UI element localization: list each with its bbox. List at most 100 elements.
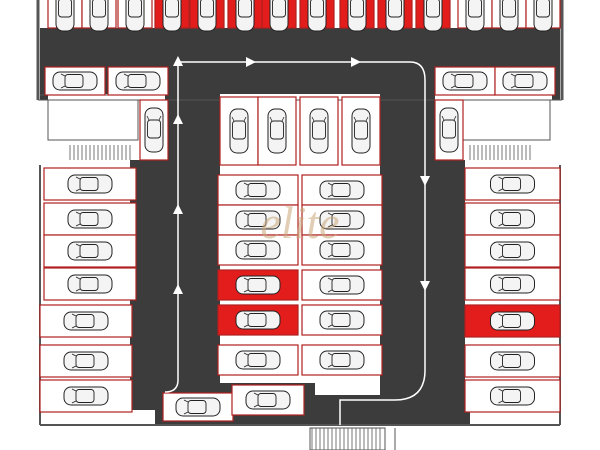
car-roof: [331, 353, 351, 367]
car-windshield: [327, 224, 333, 228]
car-windshield: [498, 243, 503, 247]
car-body: [125, 0, 145, 32]
car-roof: [331, 213, 351, 227]
car-body: [89, 0, 109, 32]
asphalt-area: [130, 160, 170, 410]
car-windshield: [327, 242, 333, 246]
parking-bay: [341, 96, 381, 166]
car-icon: [235, 240, 281, 260]
car-body: [319, 180, 365, 200]
asphalt-area: [552, 90, 560, 100]
car-roof: [79, 177, 99, 191]
parking-bay: [43, 202, 137, 236]
car-windshield: [281, 116, 285, 122]
car-windshield: [253, 404, 259, 408]
car-icon: [490, 209, 535, 229]
car-icon: [67, 174, 113, 194]
parking-bay: [301, 304, 383, 336]
car-windshield: [327, 312, 333, 316]
drive-line: [177, 61, 426, 425]
parking-bay: [301, 269, 383, 301]
car-roof: [502, 244, 521, 258]
parking-bay: [162, 392, 234, 422]
car-roof: [536, 0, 550, 18]
car-body: [144, 107, 164, 153]
car-windshield: [450, 73, 456, 77]
car-body: [319, 210, 365, 230]
car-body: [319, 275, 365, 295]
car-icon: [55, 0, 75, 32]
car-icon: [490, 174, 535, 194]
car-roof: [514, 74, 534, 88]
parking-bay: [434, 99, 464, 161]
car-roof: [257, 393, 277, 407]
car-windshield: [243, 194, 249, 198]
car-body: [267, 108, 287, 154]
car-windshield: [243, 254, 249, 258]
car-roof: [92, 0, 106, 18]
car-windshield: [60, 85, 66, 89]
car-windshield: [75, 211, 81, 215]
bay-outline: [39, 379, 133, 413]
car-icon: [347, 0, 367, 32]
arrow-head: [420, 281, 430, 291]
car-windshield: [269, 116, 273, 122]
car-icon: [490, 351, 535, 371]
car-windshield: [498, 288, 503, 292]
parking-bay: [257, 96, 297, 166]
car-body: [309, 108, 329, 154]
car-body: [67, 274, 113, 294]
car-windshield: [75, 288, 81, 292]
car-body: [490, 311, 535, 331]
car-windshield: [498, 365, 503, 369]
car-body: [63, 351, 109, 371]
car-body: [67, 209, 113, 229]
car-windshield: [498, 176, 503, 180]
car-icon: [319, 180, 365, 200]
arrow-head: [420, 176, 430, 186]
car-roof: [200, 0, 214, 18]
drive-line: [164, 379, 179, 393]
car-body: [67, 241, 113, 261]
car-icon: [235, 0, 255, 32]
car-roof: [75, 389, 95, 403]
parking-bays-layer: [39, 0, 561, 422]
parking-bay: [464, 234, 561, 268]
car-windshield: [243, 242, 249, 246]
parking-bay: [434, 66, 496, 96]
car-body: [442, 71, 488, 91]
asphalt-area: [380, 60, 435, 400]
parking-bay: [43, 167, 137, 201]
car-windshield: [158, 115, 162, 121]
car-body: [490, 274, 535, 294]
parking-bay: [464, 379, 561, 413]
car-windshield: [243, 224, 249, 228]
car-roof: [247, 313, 267, 327]
parking-bay: [217, 174, 299, 206]
parking-bay: [261, 0, 297, 32]
car-icon: [162, 0, 182, 32]
car-roof: [454, 74, 474, 88]
car-windshield: [183, 411, 189, 415]
car-icon: [502, 71, 548, 91]
car-icon: [235, 275, 281, 295]
car-icon: [319, 275, 365, 295]
car-windshield: [327, 194, 333, 198]
car-windshield: [510, 85, 516, 89]
car-icon: [269, 0, 289, 32]
car-body: [423, 0, 443, 32]
asphalt-area: [165, 60, 220, 400]
car-windshield: [450, 85, 456, 89]
car-icon: [67, 274, 113, 294]
car-roof: [502, 177, 521, 191]
parking-bay: [464, 202, 561, 236]
parking-bay: [491, 0, 527, 32]
car-icon: [307, 0, 327, 32]
parking-bay: [139, 99, 169, 161]
car-body: [307, 0, 327, 32]
parking-bay: [464, 267, 561, 301]
car-windshield: [71, 365, 77, 369]
car-roof: [79, 277, 99, 291]
car-body: [63, 386, 109, 406]
car-roof: [128, 0, 142, 18]
